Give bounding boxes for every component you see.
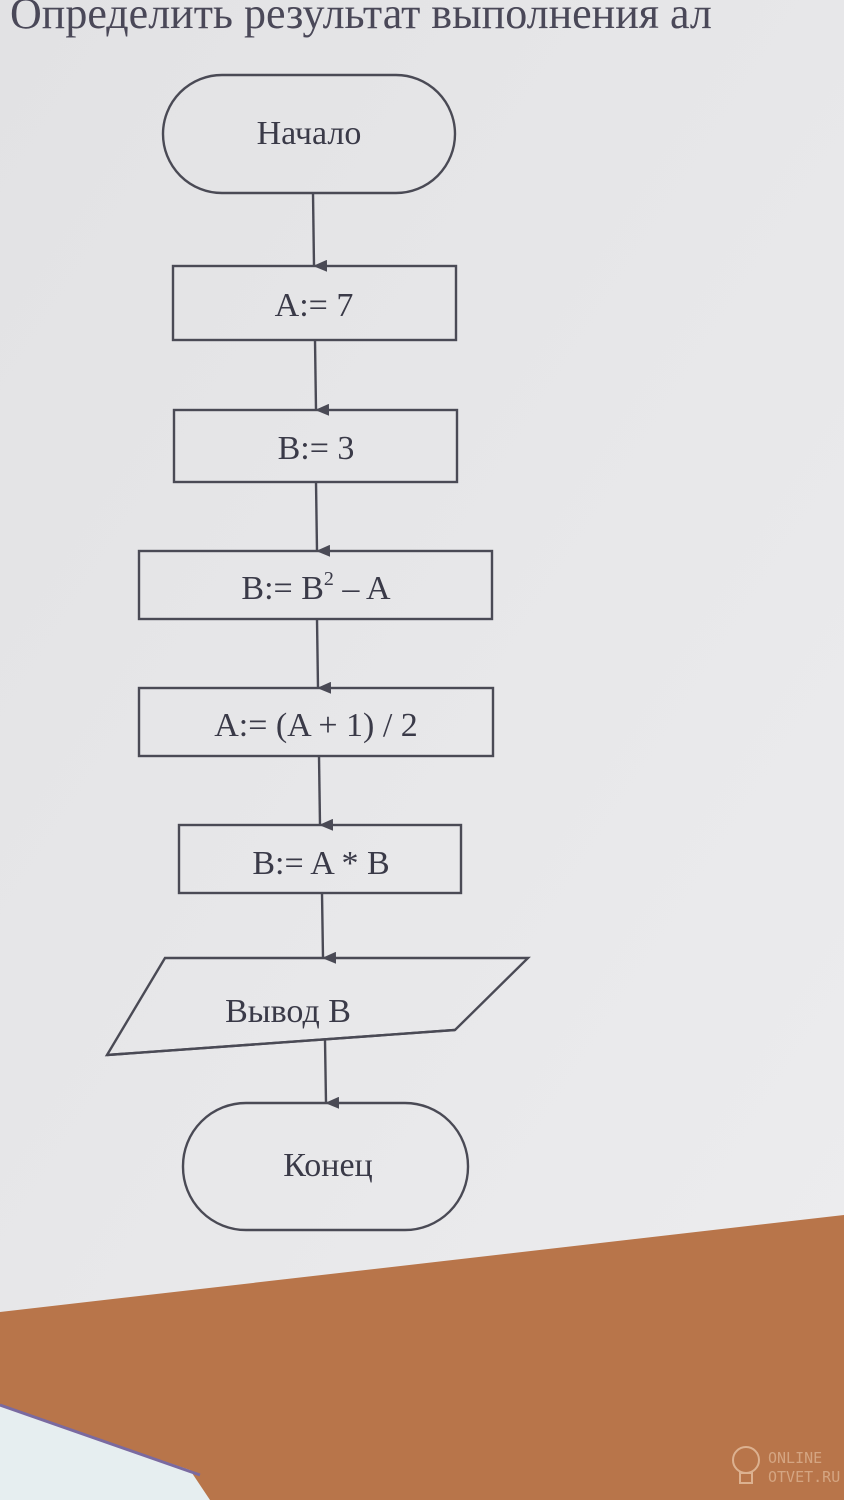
process-box-a-half bbox=[137, 686, 495, 758]
end-label: Конец bbox=[283, 1147, 372, 1184]
process-box-b-square bbox=[137, 549, 494, 621]
start-label: Начало bbox=[257, 115, 362, 152]
paper-sheet bbox=[0, 0, 844, 1312]
notebook-edge bbox=[0, 1403, 201, 1477]
arrow bbox=[311, 192, 328, 272]
arrow bbox=[313, 339, 330, 416]
arrow bbox=[323, 1039, 340, 1109]
start-terminal bbox=[161, 73, 457, 195]
output-label: Вывод B bbox=[225, 993, 351, 1030]
process-label-a-half: A:= (A + 1) / 2 bbox=[214, 707, 418, 744]
arrow bbox=[317, 755, 334, 831]
process-label-a7: A:= 7 bbox=[275, 287, 354, 324]
watermark-logo: ONLINE OTVET.RU bbox=[732, 1446, 840, 1486]
watermark-line1: ONLINE bbox=[768, 1449, 822, 1467]
process-label-b-product: B:= A * B bbox=[252, 845, 389, 882]
process-label-b3: B:= 3 bbox=[278, 430, 355, 467]
arrow bbox=[314, 481, 331, 557]
heading-text: Определить результат выполнения ал bbox=[10, 0, 712, 38]
watermark-line2: OTVET.RU bbox=[768, 1468, 840, 1486]
arrow bbox=[315, 618, 332, 694]
arrow bbox=[320, 892, 337, 964]
process-label-b-square: B:= B2 – A bbox=[241, 568, 391, 607]
flow-arrows bbox=[311, 192, 340, 1109]
notebook-corner bbox=[0, 1405, 210, 1500]
